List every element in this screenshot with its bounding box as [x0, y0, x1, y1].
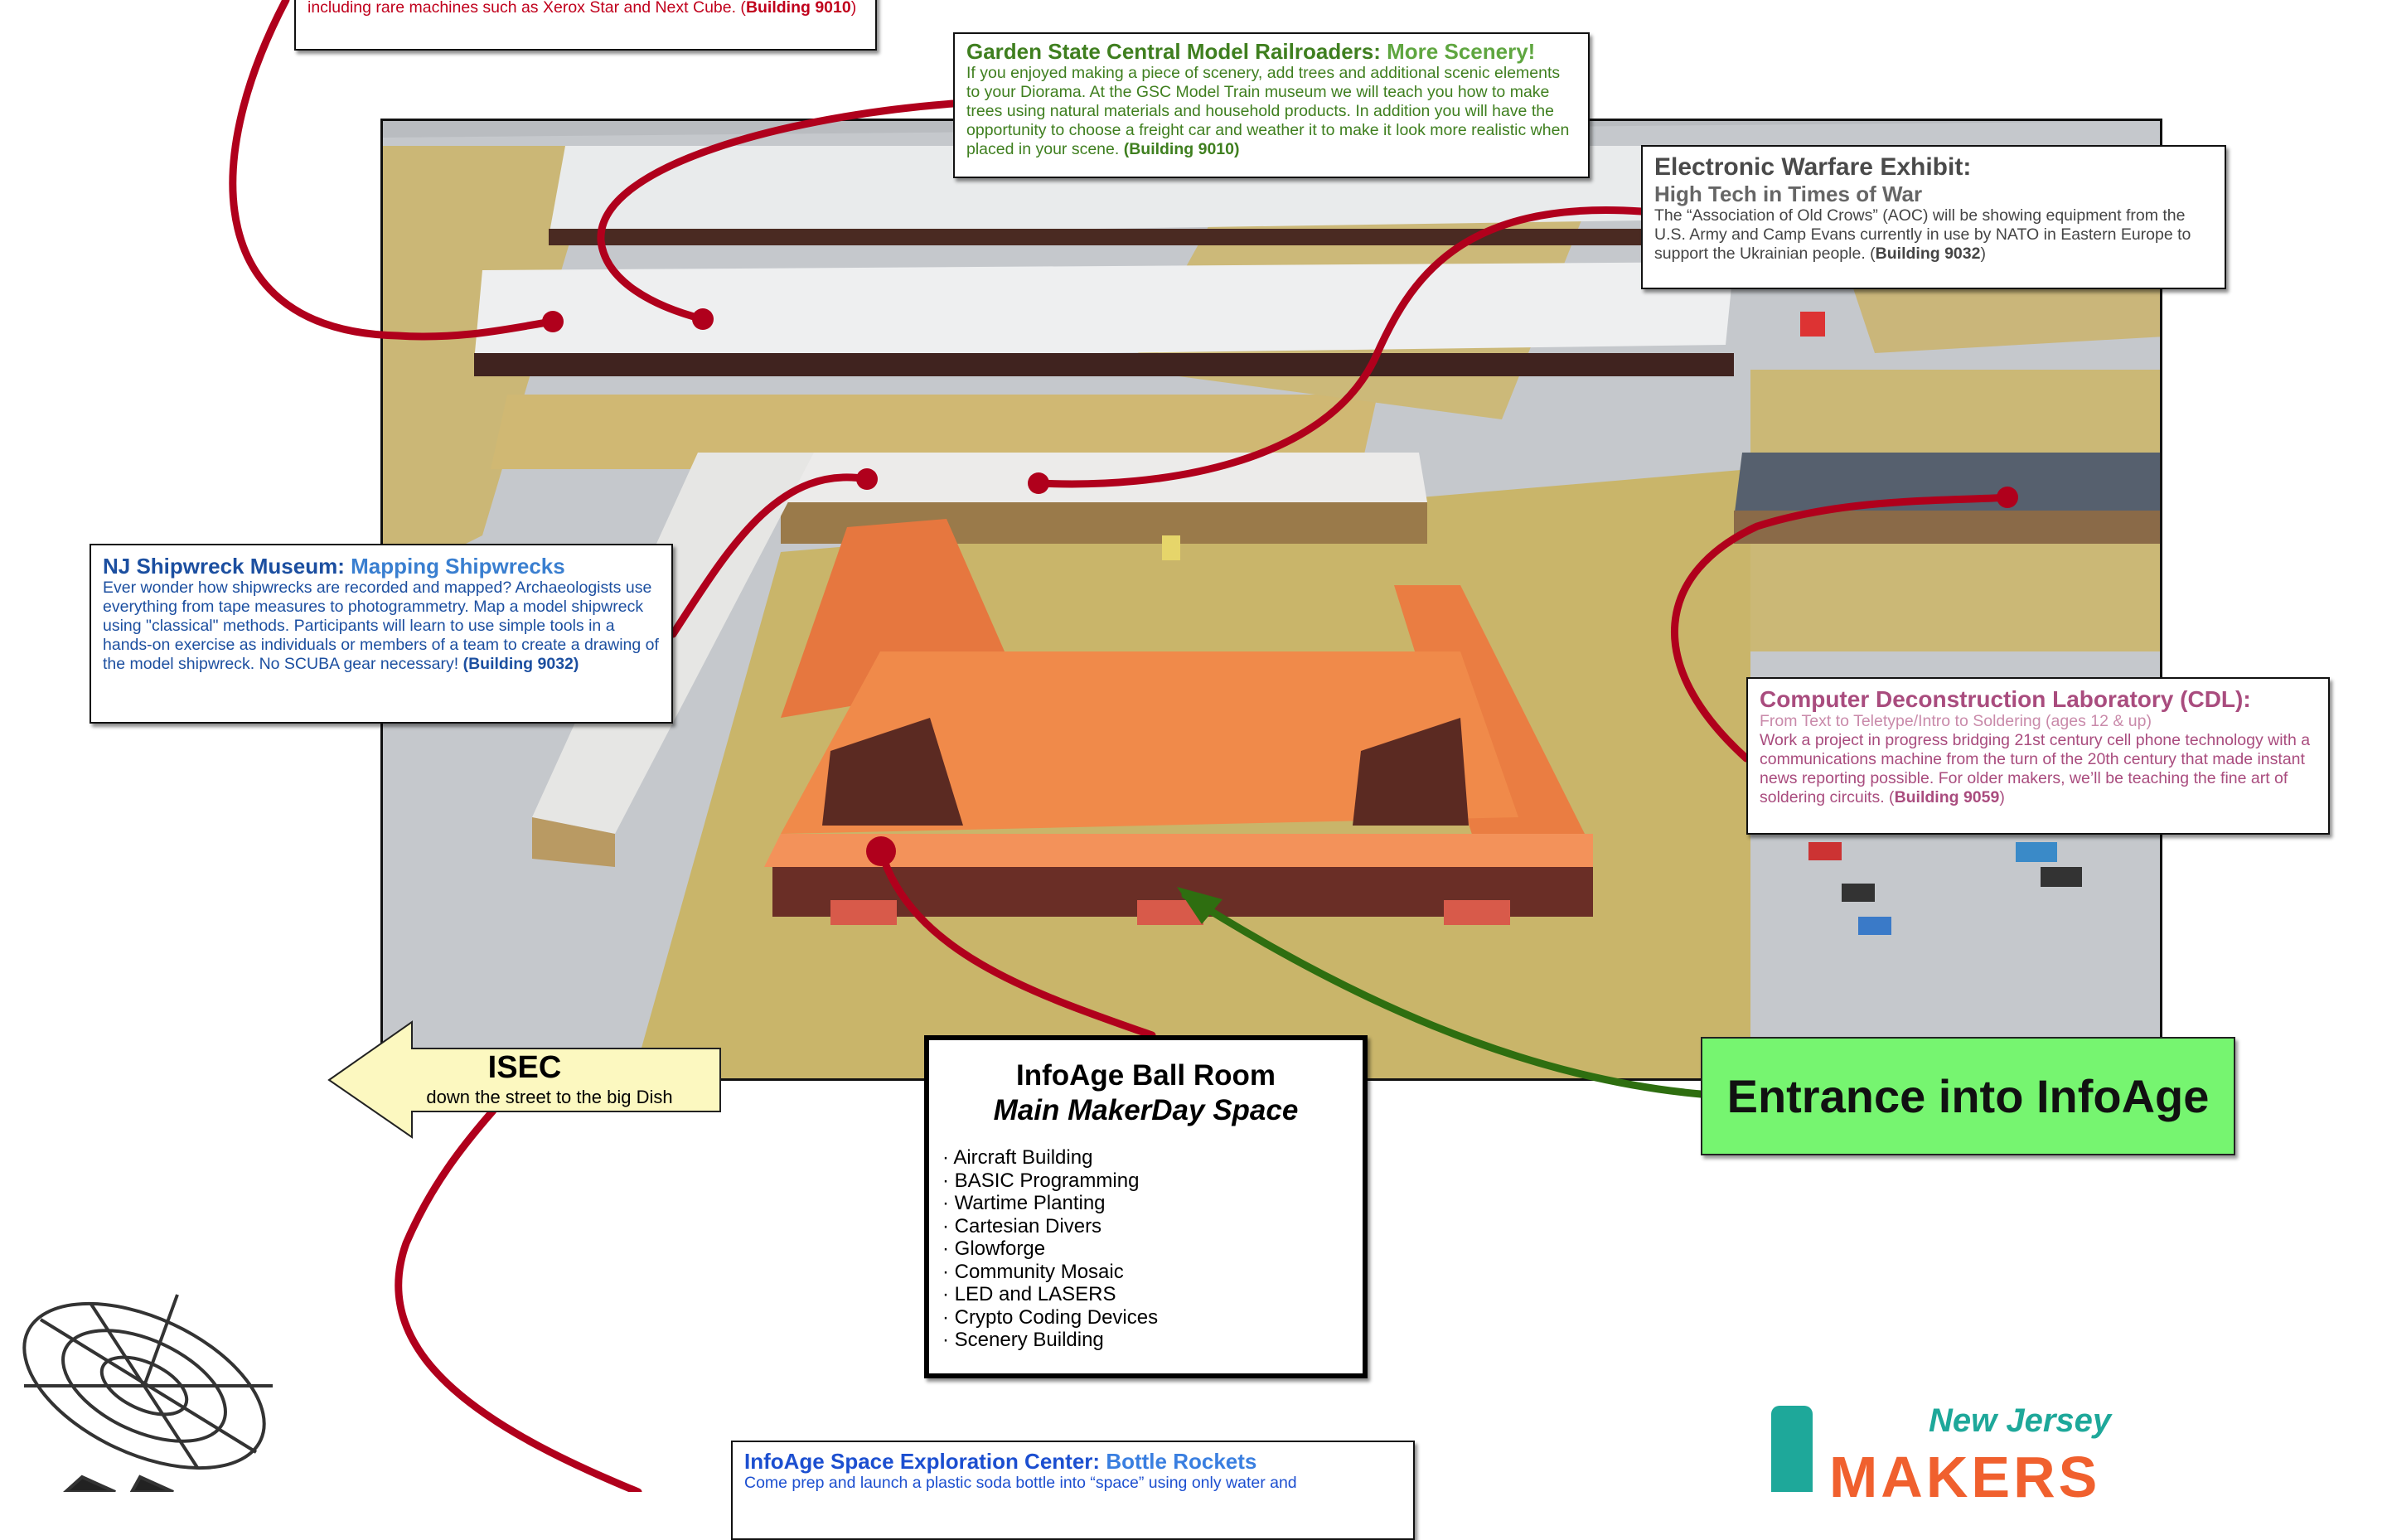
box-body: Ever wonder how shipwrecks are recorded … — [103, 579, 659, 673]
building-label: (Building 9010) — [1123, 140, 1240, 158]
box-title: Computer Deconstruction Laboratory (CDL)… — [1760, 686, 2251, 712]
entrance-label: Entrance into InfoAge — [1701, 1037, 2235, 1155]
building-label: Building 9010 — [745, 0, 851, 17]
list-item: Cartesian Divers — [942, 1215, 1349, 1238]
box-body: The “Association of Old Crows” (AOC) wil… — [1654, 206, 2191, 263]
list-item: Crypto Coding Devices — [942, 1306, 1349, 1329]
box-subtitle: High Tech in Times of War — [1654, 182, 1923, 206]
robot-icon — [1771, 1406, 1813, 1492]
garden-state-info-box: Garden State Central Model Railroaders: … — [953, 32, 1590, 178]
box-body: Work a project in progress bridging 21st… — [1760, 731, 2311, 806]
cdl-top-body: including rare machines such as Xerox St… — [307, 0, 746, 17]
box-subtitle: Mapping Shipwrecks — [351, 554, 565, 579]
isec-subtitle: down the street to the big Dish — [426, 1087, 673, 1107]
box-body: Come prep and launch a plastic soda bott… — [744, 1474, 1297, 1492]
list-item: Scenery Building — [942, 1329, 1349, 1352]
ballroom-subtitle: Main MakerDay Space — [993, 1094, 1299, 1126]
list-item: Community Mosaic — [942, 1261, 1349, 1284]
box-title: Electronic Warfare Exhibit: — [1654, 153, 1972, 181]
box-title: NJ Shipwreck Museum: — [103, 554, 345, 579]
electronic-warfare-info-box: Electronic Warfare Exhibit: High Tech in… — [1641, 145, 2226, 289]
list-item: BASIC Programming — [942, 1170, 1349, 1193]
logo-line1: New Jersey — [1929, 1402, 2112, 1439]
ballroom-activity-list: Aircraft Building BASIC Programming Wart… — [942, 1146, 1349, 1352]
box-body: If you enjoyed making a piece of scenery… — [966, 64, 1570, 158]
satellite-dish-icon — [7, 1286, 289, 1494]
box-title: InfoAge Space Exploration Center: — [744, 1449, 1101, 1474]
logo-line2: MAKERS — [1829, 1445, 2101, 1509]
list-item: Aircraft Building — [942, 1146, 1349, 1170]
building-label: Building 9032 — [1875, 245, 1981, 263]
space-center-info-box: InfoAge Space Exploration Center: Bottle… — [731, 1441, 1415, 1540]
list-item: Wartime Planting — [942, 1192, 1349, 1215]
list-item: LED and LASERS — [942, 1283, 1349, 1306]
list-item: Glowforge — [942, 1237, 1349, 1261]
building-label: (Building 9032) — [462, 655, 579, 673]
connector-space — [395, 1107, 642, 1492]
building-label: Building 9059 — [1894, 788, 2000, 806]
box-subtitle: More Scenery! — [1387, 39, 1536, 64]
ballroom-info-box: InfoAge Ball Room Main MakerDay Space Ai… — [924, 1035, 1368, 1378]
close-paren: ) — [850, 0, 857, 17]
shipwreck-info-box: NJ Shipwreck Museum: Mapping Shipwrecks … — [90, 544, 673, 724]
box-subtitle: From Text to Teletype/Intro to Soldering… — [1760, 712, 2152, 730]
ballroom-title: InfoAge Ball Room — [1015, 1059, 1276, 1092]
cdl-top-info-box: including rare machines such as Xerox St… — [294, 0, 877, 51]
box-title: Garden State Central Model Railroaders: — [966, 39, 1381, 64]
isec-direction-arrow: ISEC down the street to the big Dish — [327, 1020, 722, 1139]
isec-title: ISEC — [487, 1050, 562, 1085]
box-subtitle: Bottle Rockets — [1106, 1449, 1257, 1474]
cdl-info-box: Computer Deconstruction Laboratory (CDL)… — [1746, 677, 2330, 835]
nj-makers-logo: New Jersey MAKERS — [1763, 1401, 2162, 1509]
close-paren: ) — [1999, 788, 2005, 806]
close-paren: ) — [1980, 245, 1986, 263]
